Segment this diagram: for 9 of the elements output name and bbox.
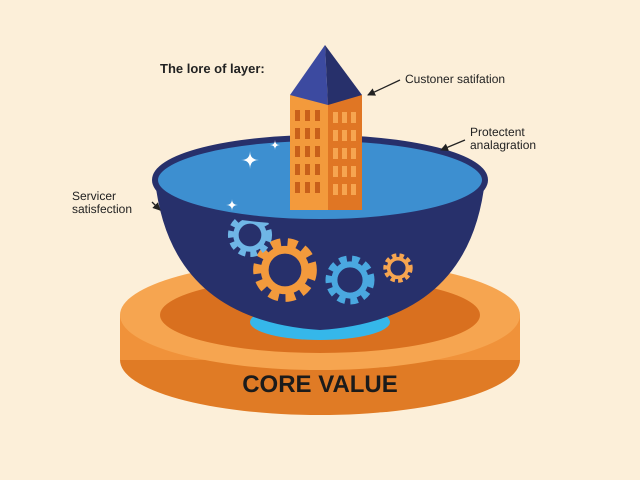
platform-label: CORE VALUE [241,372,399,398]
leader-arrow [152,202,161,211]
leader-arrow [367,79,400,96]
leader-arrow [440,139,466,151]
tower-drawing [290,45,362,210]
callout-label: Custoner satifation [405,73,506,86]
callout-label: Servicer satisfection [72,190,134,216]
diagram-title: The lore of layer: [160,62,265,75]
callout-label: Protectent analagration [470,126,538,152]
